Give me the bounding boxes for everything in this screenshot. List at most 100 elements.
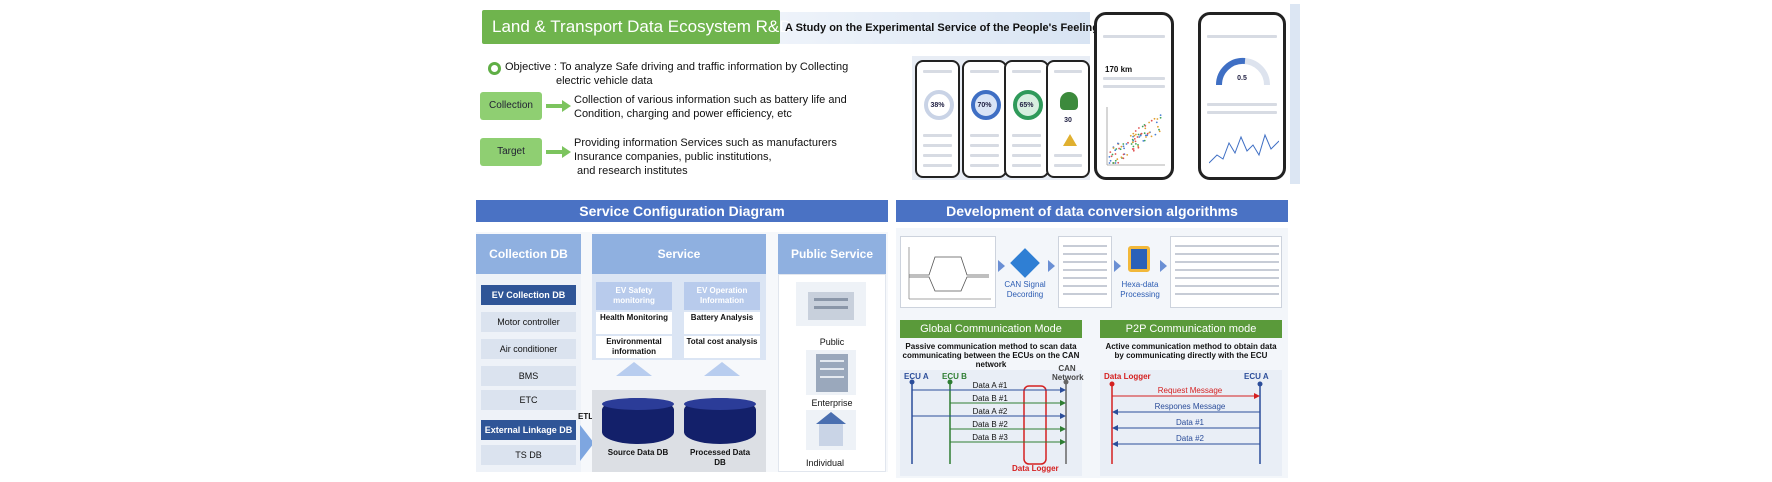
public-label: Public — [819, 337, 845, 347]
scatter-dot — [1130, 143, 1133, 145]
scatter-dot — [1148, 121, 1150, 124]
arrow-right-icon — [1114, 260, 1121, 272]
scatter-dot — [1126, 154, 1129, 156]
scatter-dot — [1137, 145, 1140, 148]
scatter-dot — [1132, 149, 1135, 152]
scatter-dot — [1157, 125, 1159, 128]
up-arrow-icon — [704, 362, 740, 376]
total-cost-analysis: Total cost analysis — [684, 336, 760, 358]
collection-pill: Collection — [480, 92, 542, 120]
objective-bullet-icon — [488, 62, 501, 75]
scatter-dot — [1115, 148, 1118, 150]
scatter-dot — [1109, 159, 1112, 162]
public-building-icon — [796, 282, 866, 326]
phone-screenshot-3: 65% — [1004, 60, 1049, 178]
scatter-dot — [1109, 151, 1112, 153]
scatter-dot — [1111, 153, 1114, 156]
collection-item: TS DB — [481, 445, 576, 465]
signal-waveform-image — [900, 236, 996, 308]
arrow-right-icon — [546, 146, 572, 158]
speed-gauge-image — [1215, 57, 1270, 86]
title-band — [780, 12, 1090, 44]
individual-label: Individual — [806, 458, 845, 468]
scatter-dot — [1153, 117, 1156, 120]
target-text1: Providing information Services such as m… — [574, 137, 837, 149]
p2p-message: Data #1 — [1175, 418, 1205, 427]
scatter-dot — [1156, 118, 1159, 120]
hexa-processing-icon — [1128, 246, 1150, 272]
scatter-dot — [1135, 143, 1137, 145]
scatter-dot — [1137, 146, 1140, 149]
service-config-banner: Service Configuration Diagram — [476, 200, 888, 222]
ev-safety-label: EV Safety monitoring — [596, 282, 672, 310]
p2p-message: Request Message — [1157, 386, 1223, 395]
global-ecu-a-label: ECU A — [904, 372, 929, 381]
scatter-dot — [1122, 153, 1125, 156]
collection-item: ETC — [481, 390, 576, 410]
page-title: Land & Transport Data Ecosystem R&D — [482, 10, 792, 44]
scatter-dot — [1122, 145, 1125, 148]
scatter-dot — [1117, 142, 1119, 145]
scatter-dot — [1142, 140, 1145, 142]
scatter-dot — [1137, 144, 1139, 146]
target-text2: Insurance companies, public institutions… — [574, 151, 772, 163]
gauge-3-value: 65% — [1019, 102, 1034, 109]
collection-item: Air conditioner — [481, 339, 576, 359]
database-icon — [602, 398, 674, 444]
scatter-dot — [1132, 145, 1135, 148]
phone-screenshot-1: 38% — [915, 60, 960, 178]
global-message: Data B #2 — [972, 420, 1008, 429]
collection-item: External Linkage DB — [481, 420, 576, 440]
collection-db-head: Collection DB — [476, 234, 581, 274]
target-text3: and research institutes — [577, 165, 688, 177]
scatter-dot — [1158, 130, 1161, 133]
p2p-message: Data #2 — [1175, 434, 1205, 443]
p2p-sequence-lines — [1109, 381, 1263, 464]
processed-db-label: Processed Data DB — [689, 448, 751, 467]
scatter-dot — [1136, 136, 1139, 138]
data-table-image — [1058, 236, 1112, 308]
target-pill: Target — [480, 138, 542, 166]
phone-6-stat: 0.5 — [1237, 75, 1247, 82]
scatter-dot — [1143, 139, 1146, 142]
collection-item: EV Collection DB — [481, 285, 576, 305]
scatter-dot — [1133, 138, 1136, 140]
ev-operation-label: EV Operation Information — [684, 282, 760, 310]
scatter-dot — [1108, 156, 1111, 158]
global-mode-desc: Passive communication method to scan dat… — [902, 342, 1080, 369]
line-chart-image — [1209, 133, 1279, 164]
service-head: Service — [592, 234, 766, 274]
scatter-dot — [1114, 162, 1117, 164]
scatter-dot — [1145, 136, 1147, 138]
scatter-dot — [1144, 125, 1147, 127]
database-icon — [684, 398, 756, 444]
scatter-dot — [1120, 145, 1123, 148]
objective-line1: Objective : To analyze Safe driving and … — [505, 61, 849, 73]
p2p-mode-desc: Active communication method to obtain da… — [1105, 342, 1277, 360]
scatter-dot — [1112, 147, 1115, 149]
scatter-dot — [1125, 143, 1128, 145]
scatter-dot — [1154, 133, 1157, 136]
scatter-dot — [1159, 116, 1162, 119]
scatter-dot — [1144, 127, 1147, 130]
scatter-dot — [1119, 148, 1122, 151]
scatter-dot — [1108, 162, 1111, 164]
arrow-right-icon — [546, 100, 572, 112]
p2p-ecu-a-label: ECU A — [1244, 372, 1269, 381]
scatter-dot — [1118, 147, 1120, 150]
house-icon — [806, 410, 856, 450]
scatter-dot — [1131, 138, 1134, 141]
hexa-label: Hexa-data Processing — [1120, 280, 1160, 299]
scatter-dot — [1114, 149, 1117, 152]
gauge-1-value: 38% — [930, 102, 945, 109]
global-message: Data A #1 — [972, 381, 1008, 390]
scatter-dot — [1133, 134, 1136, 137]
scatter-dot — [1146, 132, 1149, 135]
scatter-dot — [1132, 135, 1134, 138]
scatter-dot — [1139, 134, 1142, 137]
phone-screenshot-2: 70% — [962, 60, 1007, 178]
global-message: Data A #2 — [972, 407, 1008, 416]
scatter-dot — [1127, 141, 1129, 144]
scatter-dot — [1114, 153, 1117, 155]
scatter-dot — [1137, 133, 1140, 136]
